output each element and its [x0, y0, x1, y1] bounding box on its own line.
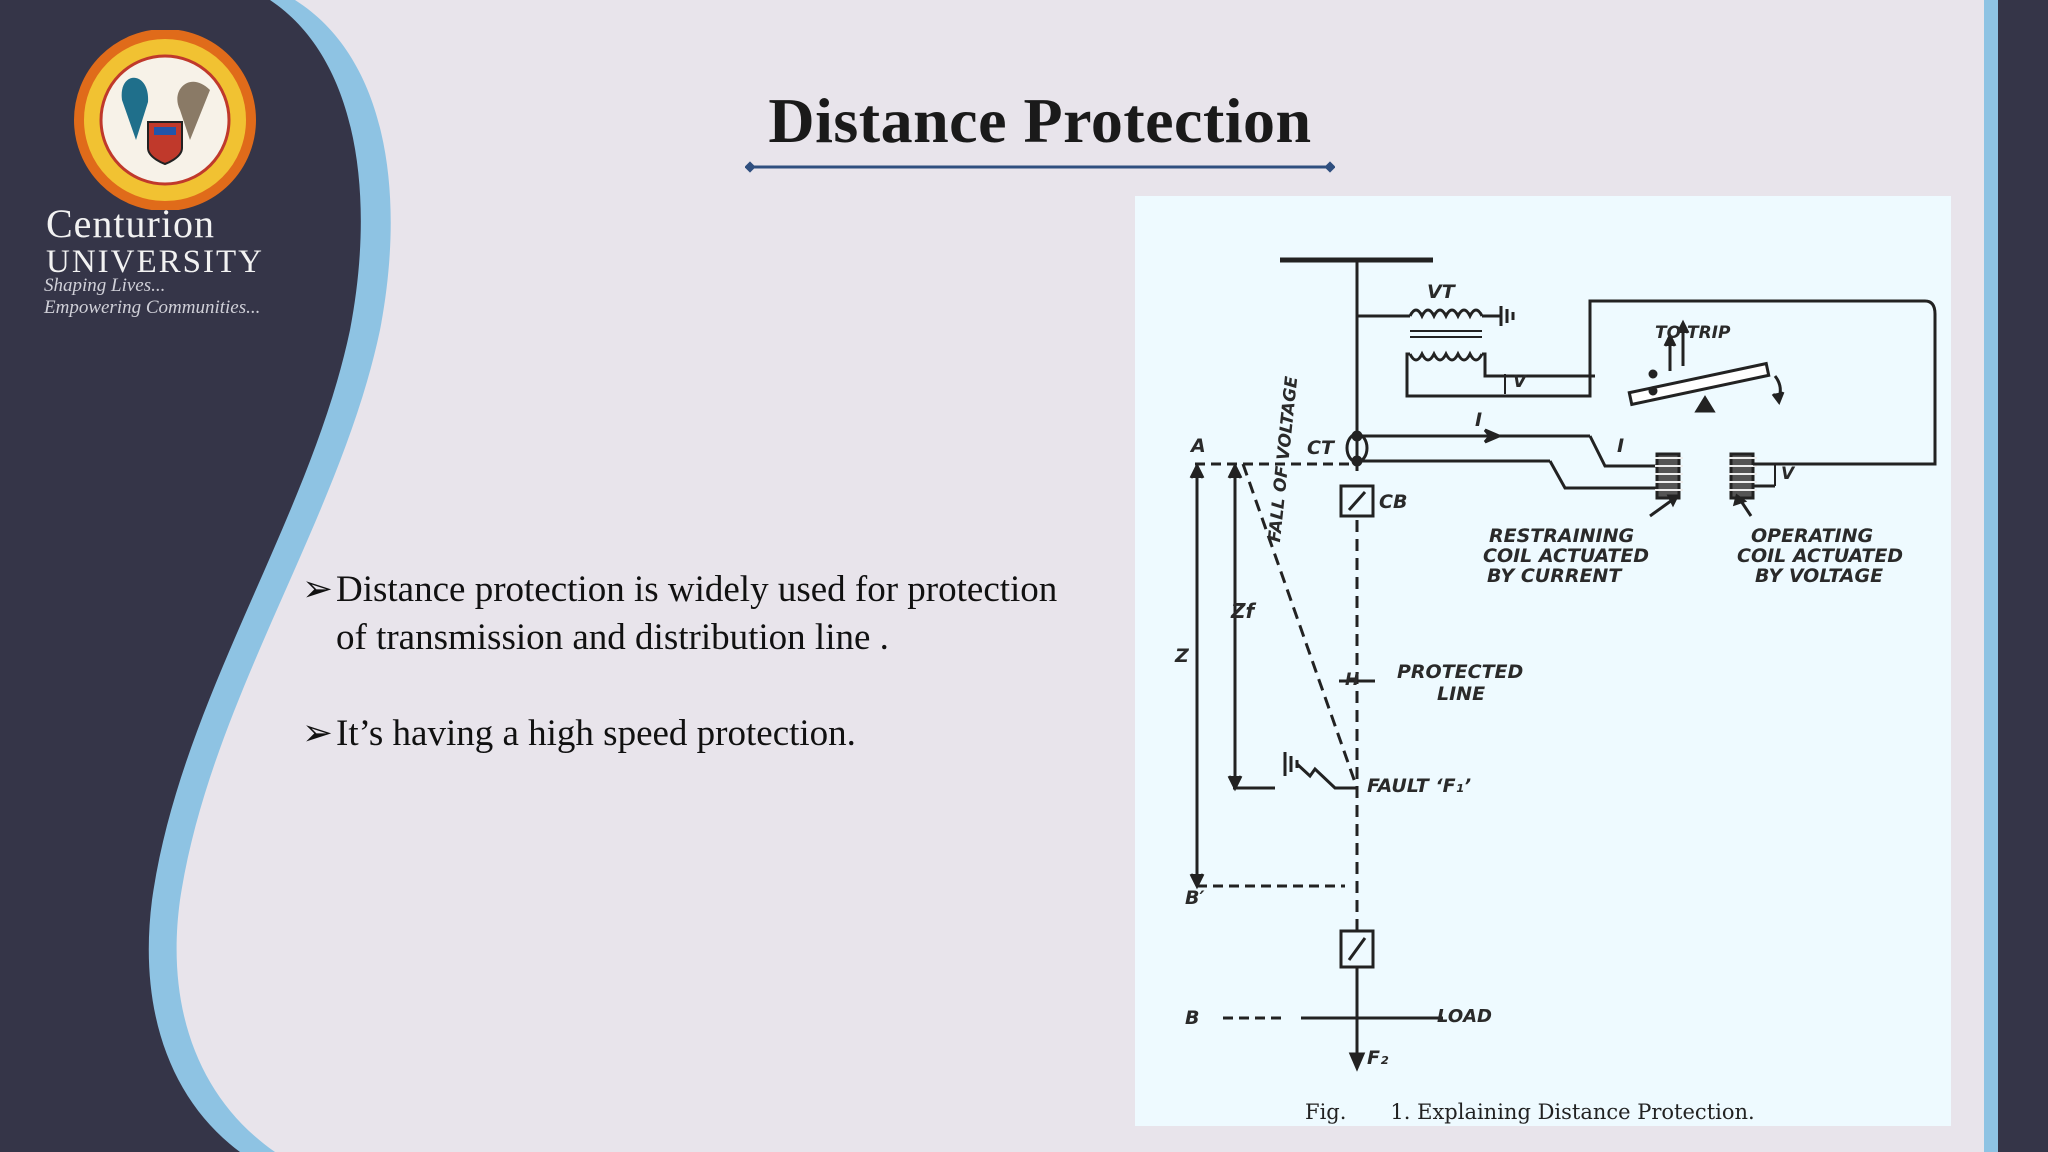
caption-fig-label: Fig.: [1305, 1100, 1347, 1124]
label-operating-3: BY VOLTAGE: [1755, 565, 1884, 587]
vt-secondary-coil: [1408, 350, 1484, 362]
label-i-mid: I: [1617, 435, 1625, 457]
caption-text: 1. Explaining Distance Protection.: [1390, 1100, 1755, 1124]
label-restraining-3: BY CURRENT: [1487, 565, 1622, 587]
bullet-text-line: It’s having a high speed protection.: [336, 713, 856, 754]
label-load: LOAD: [1437, 1006, 1493, 1027]
label-a: A: [1191, 435, 1206, 457]
fault-symbol: [1295, 762, 1357, 790]
university-name-line1: Centurion: [46, 201, 215, 246]
label-protected-1: PROTECTED: [1397, 661, 1524, 683]
label-cb: CB: [1379, 491, 1408, 513]
label-operating-2: COIL ACTUATED: [1737, 545, 1904, 567]
label-b-prime: B′: [1185, 887, 1205, 909]
university-logo: [40, 29, 290, 211]
label-v-top: V: [1513, 372, 1527, 392]
operating-coil: [1729, 452, 1755, 500]
label-operating-1: OPERATING: [1751, 525, 1874, 547]
label-f2: F₂: [1367, 1047, 1389, 1069]
label-restraining-1: RESTRAINING: [1489, 525, 1635, 547]
university-name-line2: UNIVERSITY: [46, 244, 264, 280]
university-name: Centurion UNIVERSITY: [46, 204, 264, 279]
relay-beam: [1627, 361, 1771, 407]
label-b: B: [1185, 1007, 1200, 1029]
label-zf: Zf: [1231, 599, 1255, 623]
bullet-text-line: of transmission and distribution line .: [336, 617, 889, 658]
label-v-operating: V: [1781, 464, 1795, 484]
tagline-line1: Shaping Lives...: [44, 275, 166, 296]
right-edge-stripe-light: [1984, 0, 1998, 1152]
restraining-coil: [1655, 452, 1681, 500]
bullet-list: ➢ Distance protection is widely used for…: [302, 566, 1152, 806]
label-ct: CT: [1307, 437, 1334, 459]
university-tagline: Shaping Lives... Empowering Communities.…: [44, 275, 260, 319]
bullet-item: ➢ It’s having a high speed protection.: [302, 710, 1152, 758]
distance-protection-figure: VT TO TRIP V I I V CT CB A Z Zf FALL OF …: [1135, 196, 1951, 1126]
sidebar-panel: [0, 0, 361, 1152]
bullet-text-line: Distance protection is widely used for p…: [336, 569, 1058, 610]
tagline-line2: Empowering Communities...: [44, 297, 261, 318]
vt-primary-coil: [1408, 308, 1484, 320]
label-to-trip: TO TRIP: [1655, 323, 1731, 343]
label-fault: FAULT ‘F₁’: [1367, 775, 1472, 797]
title-underline: [745, 161, 1335, 173]
label-restraining-2: COIL ACTUATED: [1483, 545, 1650, 567]
label-i-top: I: [1475, 409, 1483, 431]
slide-title: Distance Protection: [768, 85, 1312, 156]
circuit-diagram: [1189, 257, 1937, 1072]
right-edge-stripe-dark: [1998, 0, 2048, 1152]
label-h: H: [1345, 670, 1360, 690]
label-protected-2: LINE: [1437, 683, 1486, 705]
bullet-item: ➢ Distance protection is widely used for…: [302, 566, 1152, 662]
figure-caption: Fig. 1. Explaining Distance Protection.: [1305, 1100, 1755, 1124]
relay-pivot: [1694, 395, 1716, 413]
bullet-arrow-icon: ➢: [302, 713, 334, 754]
fall-of-voltage-line: [1241, 463, 1359, 789]
label-vt: VT: [1427, 281, 1455, 303]
label-z: Z: [1175, 645, 1189, 667]
bullet-arrow-icon: ➢: [302, 569, 334, 610]
